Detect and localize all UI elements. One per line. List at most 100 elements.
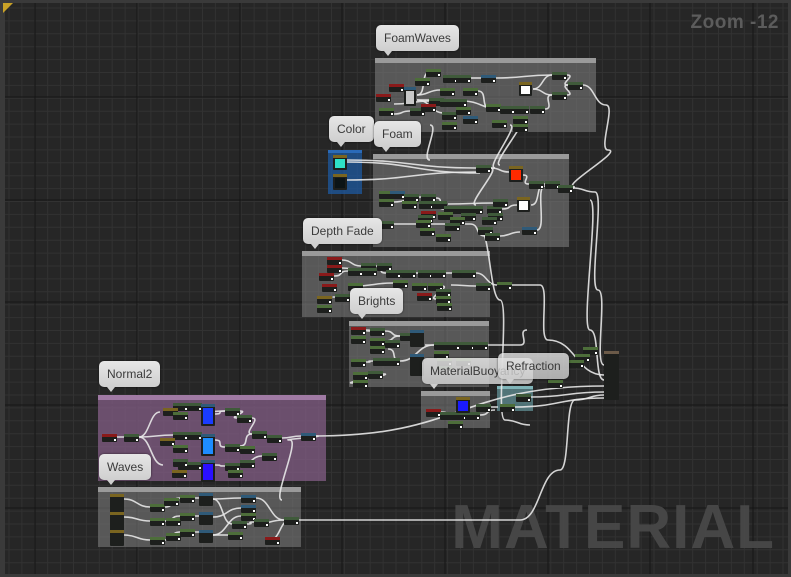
output-pin[interactable] [266,524,268,526]
output-pin[interactable] [512,111,514,113]
expression-node[interactable] [482,217,497,225]
output-pin[interactable] [347,299,349,301]
expression-node[interactable] [187,432,202,440]
expression-node[interactable] [228,470,243,478]
expression-node[interactable] [437,303,452,311]
output-pin[interactable] [249,420,251,422]
expression-node[interactable] [166,518,181,526]
output-pin[interactable] [374,273,376,275]
output-pin[interactable] [542,111,544,113]
expression-node[interactable] [180,529,195,537]
expression-node[interactable] [463,116,478,124]
expression-node[interactable] [473,342,488,350]
output-pin[interactable] [475,93,477,95]
output-pin[interactable] [587,359,589,361]
output-pin[interactable] [429,298,431,300]
output-pin[interactable] [438,414,440,416]
output-pin[interactable] [564,77,566,79]
output-pin[interactable] [401,89,403,91]
output-pin[interactable] [443,275,445,277]
output-pin[interactable] [244,526,246,528]
expression-node[interactable] [421,104,436,112]
expression-node[interactable] [421,194,436,202]
output-pin[interactable] [360,273,362,275]
expression-node[interactable] [410,108,425,116]
output-pin[interactable] [427,83,429,85]
output-pin[interactable] [184,475,186,477]
expression-node[interactable] [436,289,451,297]
output-pin[interactable] [334,289,336,291]
output-pin[interactable] [430,220,432,222]
output-pin[interactable] [454,127,456,129]
output-pin[interactable] [488,409,490,411]
expression-node[interactable] [468,206,483,214]
expression-node[interactable] [476,283,491,291]
output-pin[interactable] [422,113,424,115]
output-pin[interactable] [192,500,194,502]
output-pin[interactable] [339,270,341,272]
expression-node[interactable] [322,284,337,292]
expression-node[interactable] [452,99,467,107]
output-pin[interactable] [382,333,384,335]
output-pin[interactable] [581,365,583,367]
output-pin[interactable] [136,439,138,441]
output-pin[interactable] [363,364,365,366]
output-pin[interactable] [313,438,315,440]
expression-node[interactable] [370,338,385,346]
expression-node[interactable] [569,360,584,368]
expression-node[interactable] [418,215,433,223]
output-pin[interactable] [172,443,174,445]
expression-node[interactable] [172,470,187,478]
expression-node[interactable] [583,347,598,355]
output-pin[interactable] [468,112,470,114]
expression-node[interactable] [376,94,391,102]
expression-node[interactable] [486,104,501,112]
comment-title-brights[interactable]: Brights [350,288,404,319]
output-pin[interactable] [185,408,187,410]
expression-node[interactable] [370,346,385,354]
expression-node[interactable] [228,532,243,540]
expression-node[interactable] [445,342,460,350]
expression-node[interactable] [225,463,240,471]
output-pin[interactable] [526,111,528,113]
output-pin[interactable] [388,99,390,101]
expression-node[interactable] [442,112,457,120]
constant-color-node[interactable] [456,397,470,413]
expression-node[interactable] [173,412,188,420]
output-pin[interactable] [454,117,456,119]
output-pin[interactable] [473,218,475,220]
output-pin[interactable] [500,218,502,220]
expression-node[interactable] [327,265,342,273]
output-pin[interactable] [397,345,399,347]
output-pin[interactable] [497,238,499,240]
texture-sample-node[interactable] [201,434,215,456]
output-pin[interactable] [176,503,178,505]
output-pin[interactable] [525,129,527,131]
output-pin[interactable] [402,196,404,198]
expression-node[interactable] [485,233,500,241]
expression-node[interactable] [240,446,255,454]
output-pin[interactable] [382,351,384,353]
expression-node[interactable] [351,336,366,344]
output-pin[interactable] [432,233,434,235]
output-pin[interactable] [329,310,331,312]
expression-node[interactable] [440,88,455,96]
output-pin[interactable] [438,74,440,76]
output-pin[interactable] [468,80,470,82]
expression-node[interactable] [558,185,573,193]
color-parameter-node[interactable] [333,174,347,190]
expression-node[interactable] [265,537,280,545]
expression-node[interactable] [522,227,537,235]
output-pin[interactable] [339,262,341,264]
expression-node[interactable] [487,206,502,214]
output-pin[interactable] [382,343,384,345]
output-pin[interactable] [504,125,506,127]
output-pin[interactable] [253,500,255,502]
expression-node[interactable] [575,354,590,362]
expression-node[interactable] [426,409,441,417]
texture-sample-node[interactable] [410,330,424,347]
output-pin[interactable] [296,522,298,524]
expression-node[interactable] [530,106,545,114]
output-pin[interactable] [391,113,393,115]
